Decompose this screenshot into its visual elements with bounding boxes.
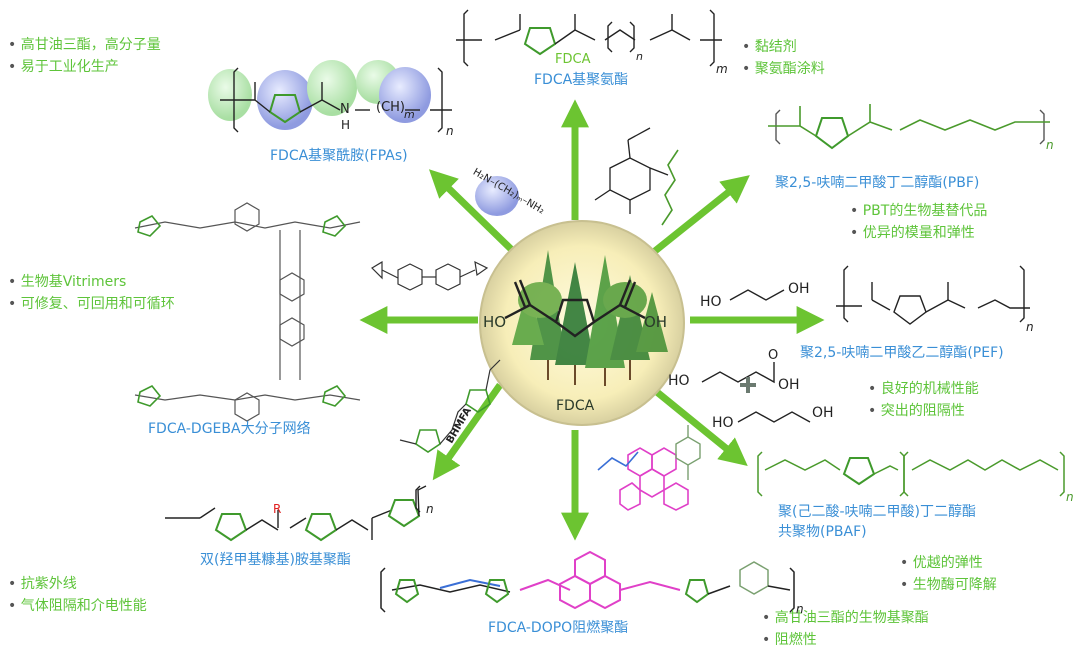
pef-n-label: n (1026, 320, 1034, 334)
diamine-reagent (475, 176, 519, 216)
pu-point: 聚氨酯涂料 (742, 58, 825, 80)
pef-points: 良好的机械性能 突出的阻隔性 (868, 378, 979, 422)
bhmfa-reagent (399, 359, 501, 453)
dopo-title: FDCA-DOPO阻燃聚酯 (488, 620, 629, 636)
dopo-reagent (619, 447, 689, 511)
pef-structure (836, 265, 1030, 325)
eg-ho-label: HO (700, 294, 722, 310)
pu-title: FDCA基聚氨酯 (534, 72, 629, 88)
pbf-n-label: n (1046, 138, 1054, 152)
pu-structure (456, 9, 722, 67)
pu-inner-label: FDCA (555, 52, 591, 67)
vitrimer-points: 生物基Vitrimers 可修复、可回用和可循环 (8, 271, 175, 315)
center-label: FDCA (556, 398, 595, 414)
amine-r-label: R (273, 502, 282, 516)
pu-m-label: m (716, 62, 728, 76)
arrow-to-fpa (428, 169, 515, 253)
pef-title: 聚2,5-呋喃二甲酸乙二醇酯(PEF) (800, 345, 1004, 361)
butanediol-chain (661, 149, 679, 226)
vitrimer-title: FDCA-DGEBA大分子网络 (148, 421, 311, 437)
pef-point: 良好的机械性能 (868, 378, 979, 400)
dgeba-reagent (371, 260, 489, 291)
adipic-o-label: O (768, 348, 779, 363)
forest-illustration (512, 250, 668, 368)
fdca-center (479, 220, 685, 426)
fpa-ch2-label: (CH) (376, 100, 405, 115)
amine-point: 气体阻隔和介电性能 (8, 595, 147, 617)
fdca-structure (504, 279, 646, 338)
cyclohexane-reagent (675, 425, 701, 480)
center-ho-label: HO (483, 313, 507, 331)
dopo-polyester-structure (380, 550, 795, 613)
vitrimer-point: 可修复、可回用和可循环 (8, 293, 175, 315)
arrow-to-pbaf (649, 385, 748, 466)
bd-oh-label: OH (812, 405, 834, 421)
dopo-point: 阻燃性 (762, 629, 929, 651)
bd-ho-label: HO (712, 415, 734, 431)
pbf-point: 优异的模量和弹性 (850, 222, 987, 244)
dopo-n-label: n (796, 602, 804, 616)
fpa-nh-label: N (340, 102, 350, 117)
amine-point: 抗紫外线 (8, 573, 147, 595)
arrow-to-amine (432, 382, 503, 481)
pbf-title: 聚2,5-呋喃二甲酸丁二醇酯(PBF) (775, 175, 980, 191)
pbaf-structure (757, 451, 1065, 497)
dopo-points: 高甘油三酯的生物基聚酯 阻燃性 (762, 607, 929, 651)
amine-reagent-blue (597, 451, 639, 471)
fpa-m-label: m (404, 108, 415, 121)
fpa-n-label: n (446, 124, 454, 138)
pbaf-point: 生物酶可降解 (900, 574, 997, 596)
amine-polyester-structure (165, 485, 427, 542)
pbaf-point: 优越的弹性 (900, 552, 997, 574)
eg-oh-label: OH (788, 281, 810, 297)
fpa-title: FDCA基聚酰胺(FPAs) (270, 148, 408, 164)
pu-point: 黏结剂 (742, 36, 825, 58)
fpa-structure (208, 60, 452, 133)
adipic-ho-label: HO (668, 373, 690, 389)
fpa-h-label: H (341, 118, 351, 132)
pbaf-n-label: n (1066, 490, 1074, 504)
center-oh-label: OH (644, 313, 668, 331)
fpa-point: 易于工业化生产 (8, 56, 161, 78)
amine-n-label: n (426, 502, 434, 516)
adipic-oh-label: OH (778, 377, 800, 393)
reaction-arrows (359, 99, 825, 541)
pu-n-label: n (636, 50, 643, 63)
pbf-points: PBT的生物基替代品 优异的模量和弹性 (850, 200, 988, 244)
pbf-point: PBT的生物基替代品 (850, 200, 988, 222)
pbaf-title-line1: 聚(己二酸-呋喃二甲酸)丁二醇酯 (778, 504, 976, 520)
fpa-points: 高甘油三酯，高分子量 易于工业化生产 (8, 34, 161, 78)
pef-point: 突出的阻隔性 (868, 400, 979, 422)
dopo-point: 高甘油三酯的生物基聚酯 (762, 607, 929, 629)
pbaf-title-line2: 共聚物(PBAF) (778, 524, 867, 540)
amine-points: 抗紫外线 气体阻隔和介电性能 (8, 573, 147, 617)
pbf-structure (768, 104, 1050, 150)
pbaf-points: 优越的弹性 生物酶可降解 (900, 552, 997, 596)
amine-title: 双(羟甲基糠基)胺基聚酯 (200, 552, 351, 568)
plus-icon (740, 377, 756, 393)
isocyanate-reagent (594, 127, 669, 214)
fpa-point: 高甘油三酯，高分子量 (8, 34, 161, 56)
vitrimer-point: 生物基Vitrimers (8, 271, 175, 293)
pu-points: 黏结剂 聚氨酯涂料 (742, 36, 825, 80)
arrow-to-pbf (647, 175, 750, 258)
vitrimer-network (134, 202, 361, 422)
